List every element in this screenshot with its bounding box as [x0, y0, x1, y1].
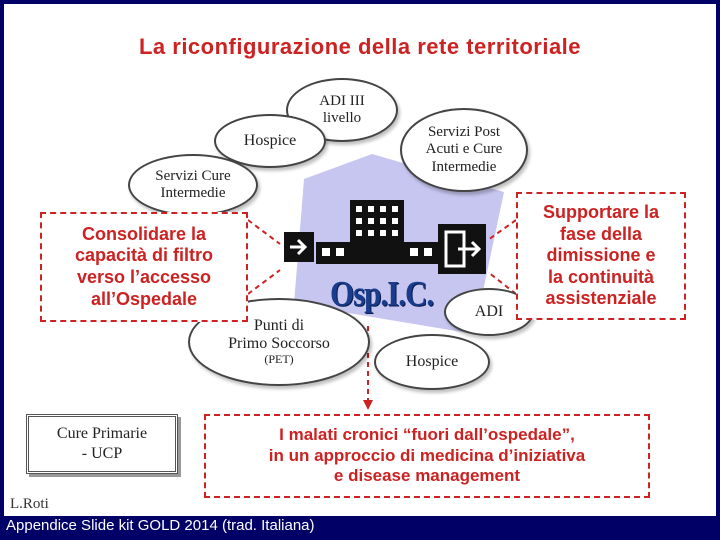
- node-servizi-cure-line2: Intermedie: [160, 185, 226, 201]
- callout-left-line2: capacità di filtro: [74, 245, 214, 266]
- callout-right-line5: assistenziale: [545, 288, 657, 309]
- callout-left-line3: verso l’accesso: [76, 267, 212, 287]
- hospital-illustration: [284, 200, 486, 274]
- node-punti-line2: Primo Soccorso: [228, 335, 330, 353]
- hospital-logo: Osp.I.C.: [330, 273, 434, 314]
- node-servizi-cure-line1: Servizi Cure: [155, 167, 231, 184]
- node-servizi-cure: Servizi Cure Intermedie: [128, 154, 258, 216]
- callout-bottom: I malati cronici “fuori dall’ospedale”, …: [204, 414, 650, 498]
- node-punti-sub: (PET): [264, 352, 294, 367]
- callout-left-line4: all’Ospedale: [90, 288, 198, 309]
- node-servizi-post-line2: Acuti e Cure: [425, 141, 503, 158]
- connector-right: [487, 219, 517, 241]
- callout-right: Supportare la fase della dimissione e la…: [516, 192, 686, 320]
- node-servizi-post-line3: Intermedie: [431, 158, 497, 175]
- cure-primarie-box: Cure Primarie - UCP: [26, 414, 178, 474]
- node-hospice-top-label: Hospice: [243, 131, 297, 149]
- callout-right-line4: la continuità: [547, 266, 654, 287]
- slide-title: La riconfigurazione della rete territori…: [138, 34, 582, 59]
- node-hospice-top: Hospice: [214, 114, 326, 168]
- callout-bottom-line2: in un approccio di medicina d’iniziativa: [268, 445, 586, 465]
- connector-left-lower: [247, 269, 281, 295]
- callout-left: Consolidare la capacità di filtro verso …: [40, 212, 248, 322]
- callout-right-line1: Supportare la: [542, 202, 660, 223]
- node-punti-line1: Punti di: [253, 316, 305, 334]
- node-servizi-post-line1: Servizi Post: [427, 124, 501, 141]
- callout-left-line1: Consolidare la: [81, 223, 206, 244]
- connector-right-lower: [487, 271, 517, 295]
- slide: La riconfigurazione della rete territori…: [4, 4, 716, 516]
- callout-bottom-line3: e disease management: [333, 466, 521, 486]
- node-hospice-bottom: Hospice: [374, 334, 490, 390]
- node-servizi-post: Servizi Post Acuti e Cure Intermedie: [400, 108, 528, 192]
- cure-primarie-line2: - UCP: [81, 445, 123, 462]
- author-credit: L.Roti: [10, 496, 49, 512]
- callout-right-line2: fase della: [559, 223, 643, 244]
- callout-bottom-line1: I malati cronici “fuori dall’ospedale”,: [279, 425, 575, 445]
- callout-right-line3: dimissione e: [546, 245, 656, 266]
- node-hospice-bottom-label: Hospice: [405, 352, 459, 370]
- connector-left: [247, 219, 281, 245]
- node-adi-label: ADI: [474, 302, 504, 320]
- arrowhead-down: [363, 400, 373, 410]
- node-adi-iii-line1: ADI III: [319, 92, 365, 109]
- cure-primarie-line1: Cure Primarie: [56, 425, 148, 442]
- node-adi-iii-line2: livello: [322, 110, 362, 126]
- footer-caption: Appendice Slide kit GOLD 2014 (trad. Ita…: [6, 517, 315, 534]
